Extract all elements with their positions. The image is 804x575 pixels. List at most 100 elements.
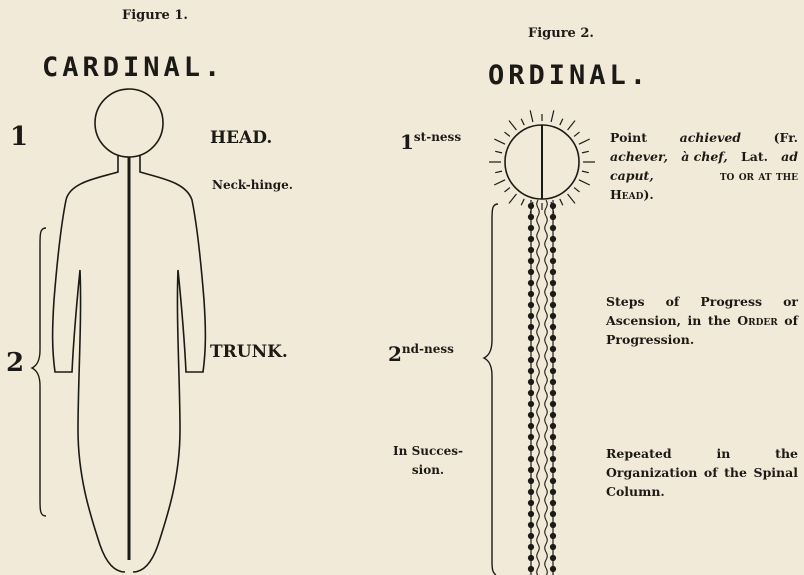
ordinal-sun-figure [489, 110, 595, 213]
sun-ray [579, 180, 590, 185]
column-bead [528, 258, 533, 263]
sun-ray [530, 110, 533, 122]
column-wavy-line [545, 200, 548, 575]
column-bead [528, 247, 533, 252]
column-bead [528, 390, 533, 395]
column-bead [528, 346, 533, 351]
sun-ray [579, 139, 590, 144]
note1-fr: (Fr. [774, 128, 798, 147]
figure2-caption: Figure 2. [528, 26, 594, 41]
column-bead [528, 500, 533, 505]
cardinal-number-one: 1 [10, 122, 28, 152]
steps-of-progress-note: Steps of Progress or Ascension, in the O… [606, 292, 798, 349]
column-bead [550, 445, 555, 450]
sun-ray [494, 180, 505, 185]
note2-order: Order [737, 313, 778, 328]
column-bead [550, 302, 555, 307]
column-bead [550, 456, 555, 461]
column-bead [528, 511, 533, 516]
column-bead [550, 258, 555, 263]
column-bead [528, 533, 533, 538]
column-bead [550, 423, 555, 428]
column-bead [550, 291, 555, 296]
column-bead [550, 269, 555, 274]
sun-ray [551, 110, 554, 122]
column-bead [550, 401, 555, 406]
column-wavy-line [537, 200, 540, 575]
sun-ray [504, 188, 509, 192]
point-achieved-note: Point achieved (Fr. achever, à chef, Lat… [610, 128, 798, 204]
sun-ray [509, 194, 516, 203]
sun-ray [560, 199, 563, 205]
column-bead [528, 302, 533, 307]
column-bead [528, 335, 533, 340]
column-bead [528, 489, 533, 494]
column-bead [528, 225, 533, 230]
column-bead [528, 269, 533, 274]
note1-head: Head). [610, 187, 654, 202]
repeated-organization-note: Repeated in the Organization of the Spin… [606, 444, 798, 501]
column-bead [550, 434, 555, 439]
column-bead [528, 434, 533, 439]
column-bead [528, 236, 533, 241]
column-bead [528, 456, 533, 461]
left-body-outline [53, 155, 125, 572]
spinal-column-figure [528, 200, 555, 575]
column-bead [550, 225, 555, 230]
first-ness-number: 1 [400, 130, 414, 154]
column-bead [550, 236, 555, 241]
column-bead [550, 379, 555, 384]
note1-word: Point [610, 128, 647, 147]
figure1-caption: Figure 1. [122, 8, 188, 23]
column-bead [528, 379, 533, 384]
note1-a-chef: à chef, [681, 147, 728, 166]
column-bead [550, 555, 555, 560]
column-bead [528, 313, 533, 318]
cardinal-number-two: 2 [6, 348, 24, 378]
column-bead [550, 500, 555, 505]
column-bead [550, 313, 555, 318]
neck-hinge-label: Neck-hinge. [212, 178, 293, 192]
succession-label: In Succes- sion. [392, 442, 464, 480]
column-bead [550, 346, 555, 351]
column-bead [528, 544, 533, 549]
column-bead [550, 467, 555, 472]
trunk-label: TRUNK. [210, 342, 288, 362]
column-bead [550, 412, 555, 417]
column-bead [528, 412, 533, 417]
first-ness-suffix: st-ness [414, 130, 461, 144]
column-bead [550, 280, 555, 285]
column-bead [528, 566, 533, 571]
sun-ray [495, 151, 502, 153]
column-bead [550, 544, 555, 549]
column-bead [550, 390, 555, 395]
column-bead [528, 445, 533, 450]
column-bead [528, 467, 533, 472]
column-bead [528, 401, 533, 406]
note1-achieved: achieved [680, 128, 741, 147]
column-bead [550, 533, 555, 538]
sun-ray [509, 121, 516, 130]
sun-ray [582, 151, 589, 153]
sun-ray [521, 119, 524, 125]
head-label: HEAD. [210, 128, 272, 148]
column-bead [550, 511, 555, 516]
column-bead [550, 335, 555, 340]
sun-ray [574, 188, 579, 192]
column-bead [528, 214, 533, 219]
column-bead [550, 478, 555, 483]
column-bead [528, 423, 533, 428]
column-bead [528, 478, 533, 483]
column-bead [528, 522, 533, 527]
column-bead [550, 368, 555, 373]
second-ness-number: 2 [388, 342, 402, 366]
sun-ray [574, 132, 579, 136]
column-bead [550, 247, 555, 252]
trunk-brace [32, 228, 46, 516]
sun-ray [495, 171, 502, 173]
ordinal-heading: ORDINAL. [488, 60, 650, 91]
sun-ray [494, 139, 505, 144]
second-ness-label: 2nd-ness [388, 342, 454, 366]
note1-achever: achever, [610, 147, 668, 166]
